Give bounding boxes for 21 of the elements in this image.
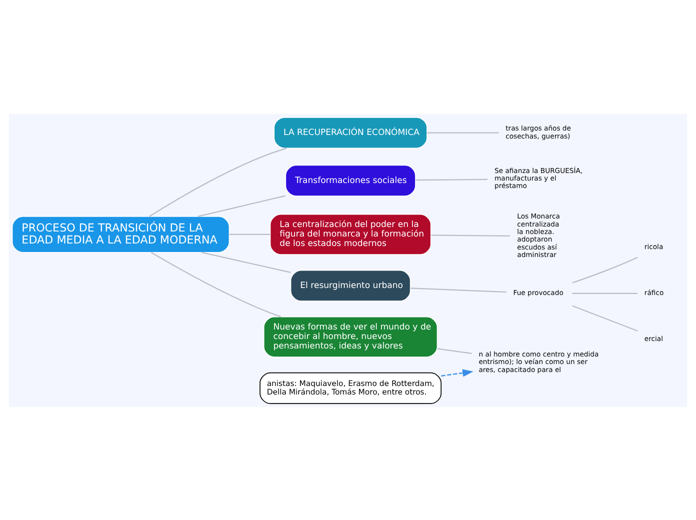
node-box: anistas: Maquiavelo, Erasmo de Rotterdam, Della Mirándola, Tomás Moro, entre otros. xyxy=(260,372,442,404)
node-box: El resurgimiento urbano xyxy=(290,269,411,301)
node-box: Transformaciones sociales xyxy=(285,164,416,196)
connector xyxy=(148,147,287,216)
connector xyxy=(229,233,270,234)
node-box: PROCESO DE TRANSICIÓN DE LA EDAD MEDIA A LA EDAD MODERNA xyxy=(12,216,230,252)
node-box: La centralización del poder en la figura del monarca y la formación de los estados modernos xyxy=(270,213,432,254)
connector xyxy=(572,256,638,283)
arrow xyxy=(441,368,474,376)
connector xyxy=(202,251,291,272)
node-box: LA RECUPERACIÓN ECONÓMICA xyxy=(274,116,428,148)
connector xyxy=(572,292,638,294)
connector xyxy=(410,287,506,292)
connector xyxy=(427,132,499,133)
connector xyxy=(416,178,488,180)
node-box: Nuevas formas de ver el mundo y de concebir al hombre, nuevos pensamientos, ideas y valores xyxy=(263,316,438,357)
connector xyxy=(431,234,510,236)
connector xyxy=(572,304,638,331)
connector xyxy=(198,194,286,216)
connector xyxy=(437,348,472,354)
connector xyxy=(151,252,282,317)
